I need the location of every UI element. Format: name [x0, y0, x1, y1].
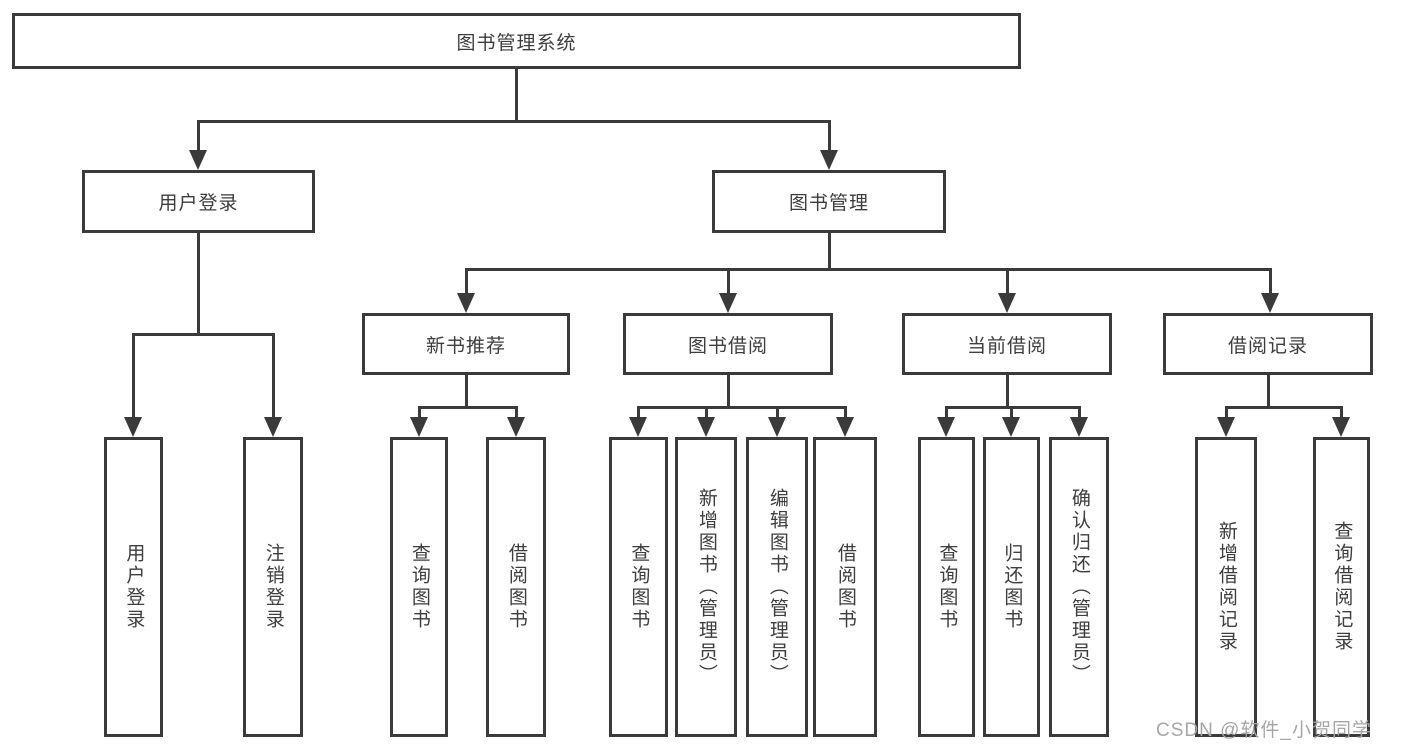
node-label: 借阅图书: [834, 543, 856, 631]
node-label: 新增借阅记录: [1215, 521, 1237, 653]
arrow-down-icon: [1070, 417, 1088, 437]
node-label: 新书推荐: [425, 335, 506, 357]
arrow-down-icon: [697, 417, 715, 437]
node-label: 新增图书（管理员）: [695, 488, 717, 686]
leaf-add-book-admin: 新增图书（管理员）: [675, 437, 737, 737]
node-label: 用户登录: [158, 193, 239, 214]
arrow-down-icon: [457, 293, 475, 313]
leaf-recommend-borrow-book: 借阅图书: [486, 437, 546, 737]
connector-line: [1267, 375, 1270, 408]
node-label: 查询图书: [628, 543, 650, 631]
leaf-edit-book-admin: 编辑图书（管理员）: [746, 437, 808, 737]
connector-line: [272, 333, 275, 419]
arrow-down-icon: [629, 417, 647, 437]
node-label: 用户登录: [123, 543, 145, 631]
node-label: 注销登录: [262, 543, 284, 631]
connector-line: [197, 233, 200, 333]
connector-line: [1340, 406, 1343, 420]
arrow-down-icon: [124, 417, 142, 437]
arrow-down-icon: [768, 417, 786, 437]
arrow-down-icon: [410, 417, 428, 437]
node-label: 确认归还（管理员）: [1068, 488, 1090, 686]
arrow-down-icon: [507, 417, 525, 437]
node-new-book-recommend: 新书推荐: [362, 313, 570, 375]
connector-line: [1006, 375, 1009, 408]
arrow-down-icon: [937, 417, 955, 437]
node-label: 当前借阅: [966, 335, 1047, 357]
leaf-query-borrow-record: 查询借阅记录: [1313, 437, 1370, 737]
arrow-down-icon: [719, 293, 737, 313]
node-borrow-records: 借阅记录: [1163, 313, 1373, 375]
arrow-down-icon: [1217, 417, 1235, 437]
connector-line: [1269, 268, 1272, 296]
connector-line: [418, 406, 421, 420]
leaf-borrow-query-book: 查询图书: [609, 437, 668, 737]
node-label: 图书借阅: [687, 335, 768, 357]
connector-line: [844, 406, 847, 420]
leaf-recommend-query-book: 查询图书: [390, 437, 448, 737]
leaf-logout: 注销登录: [243, 437, 303, 737]
leaf-return-book: 归还图书: [983, 437, 1040, 737]
connector-line: [465, 268, 468, 296]
node-user-login: 用户登录: [82, 170, 315, 233]
connector-line: [828, 120, 831, 153]
connector-line: [515, 406, 518, 420]
connector-line: [945, 406, 948, 420]
node-label: 借阅图书: [505, 543, 527, 631]
node-book-management: 图书管理: [712, 170, 946, 233]
connector-line: [637, 406, 847, 409]
node-book-borrow: 图书借阅: [623, 313, 833, 375]
connector-line: [465, 375, 468, 408]
leaf-borrow-book: 借阅图书: [813, 437, 877, 737]
node-label: 查询图书: [936, 543, 958, 631]
arrow-down-icon: [189, 150, 207, 170]
csdn-watermark: CSDN @软件_小贺同学: [1156, 720, 1372, 741]
arrow-down-icon: [820, 150, 838, 170]
node-label: 归还图书: [1001, 543, 1023, 631]
connector-line: [1225, 406, 1343, 409]
connector-line: [776, 406, 779, 420]
node-label: 编辑图书（管理员）: [766, 488, 788, 686]
connector-line: [828, 233, 831, 270]
arrow-down-icon: [264, 417, 282, 437]
arrow-down-icon: [1261, 293, 1279, 313]
leaf-user-login: 用户登录: [104, 437, 163, 737]
connector-line: [1225, 406, 1228, 420]
connector-line: [945, 406, 1081, 409]
node-label: 查询借阅记录: [1331, 521, 1353, 653]
connector-line: [197, 120, 200, 153]
leaf-current-query-book: 查询图书: [918, 437, 975, 737]
node-label: 图书管理: [788, 193, 869, 214]
connector-line: [132, 333, 275, 336]
node-label: 图书管理系统: [456, 32, 577, 54]
connector-line: [705, 406, 708, 420]
connector-line: [637, 406, 640, 420]
connector-line: [515, 69, 518, 120]
arrow-down-icon: [998, 293, 1016, 313]
leaf-confirm-return-admin: 确认归还（管理员）: [1049, 437, 1109, 737]
connector-line: [727, 268, 730, 296]
connector-line: [465, 268, 1272, 271]
node-root-system: 图书管理系统: [12, 13, 1021, 69]
arrow-down-icon: [836, 417, 854, 437]
connector-line: [132, 333, 135, 419]
connector-line: [1010, 406, 1013, 420]
arrow-down-icon: [1002, 417, 1020, 437]
connector-line: [1078, 406, 1081, 420]
arrow-down-icon: [1332, 417, 1350, 437]
connector-line: [727, 375, 730, 408]
connector-line: [1006, 268, 1009, 296]
node-label: 借阅记录: [1227, 335, 1308, 357]
node-label: 查询图书: [408, 543, 430, 631]
connector-line: [418, 406, 518, 409]
connector-line: [197, 120, 831, 123]
leaf-add-borrow-record: 新增借阅记录: [1195, 437, 1257, 737]
node-current-borrow: 当前借阅: [902, 313, 1112, 375]
